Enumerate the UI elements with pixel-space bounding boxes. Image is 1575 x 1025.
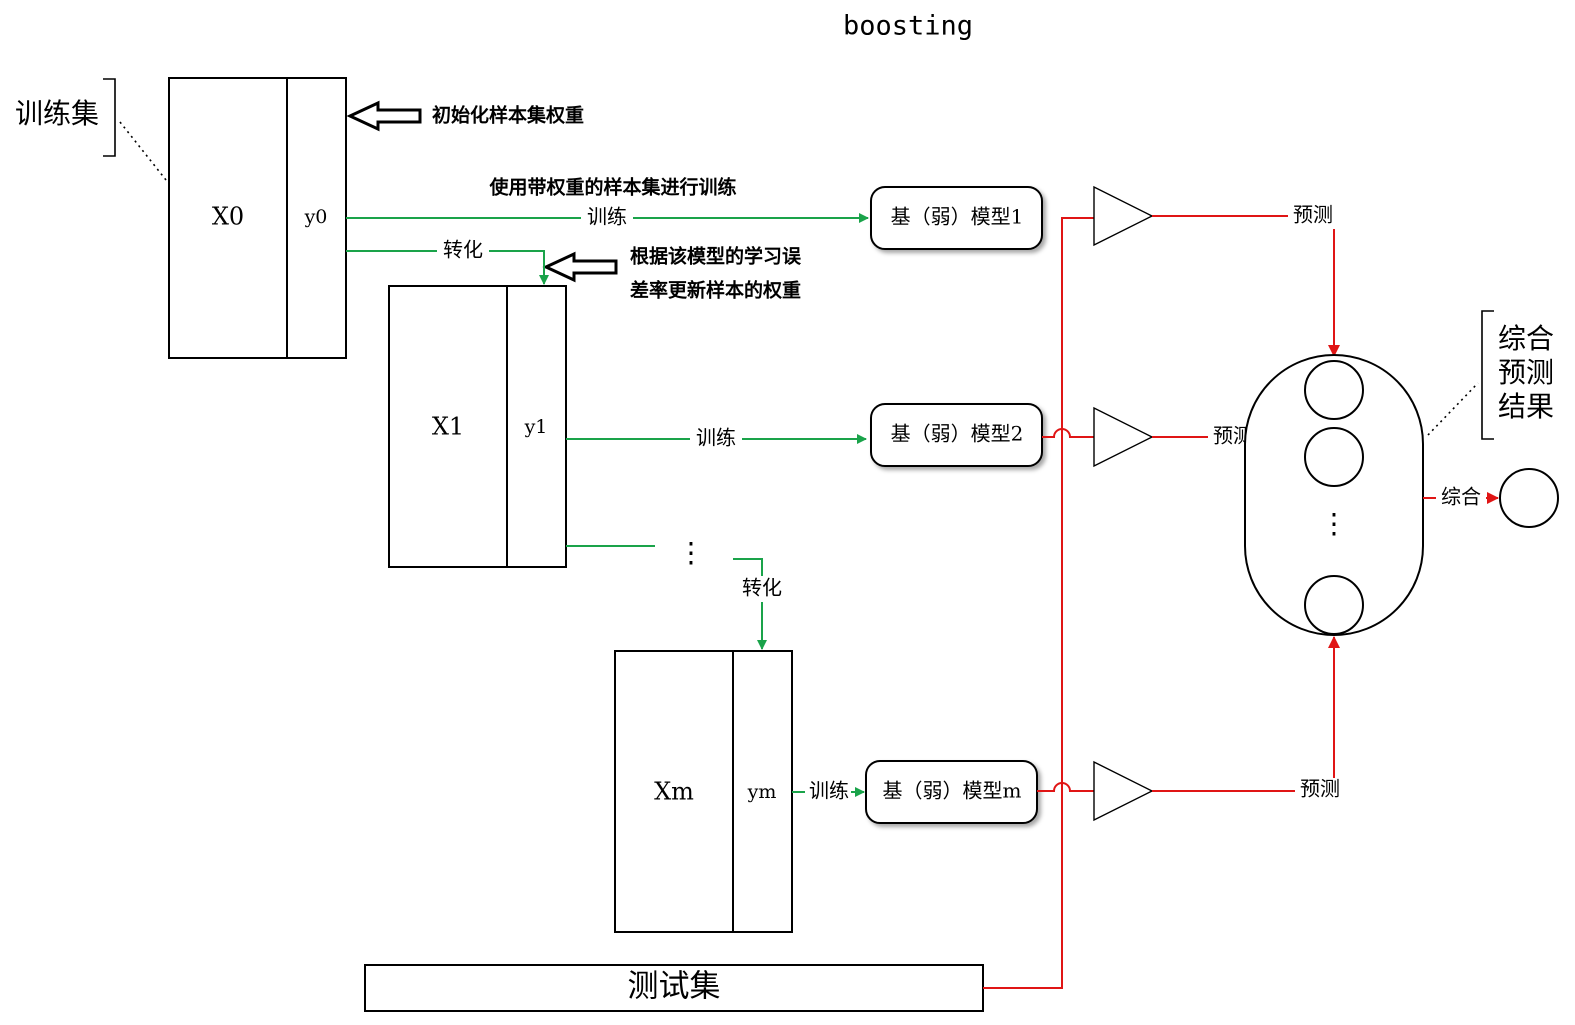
dataset-1-box [388, 285, 567, 568]
weighted-train-label: 使用带权重的样本集进行训练 [488, 176, 736, 199]
predict-edge-1 [1152, 215, 1340, 357]
model-m-label: 基（弱）模型m [883, 779, 1022, 803]
dataset-m: Xm ym [614, 650, 793, 933]
combined-result-line-1: 综合 [1498, 322, 1554, 355]
train-set-leader [119, 121, 167, 181]
train-set-bracket [103, 78, 116, 157]
dataset-1-x: X1 [432, 413, 464, 441]
combine-edge-label: 综合 [1441, 485, 1481, 509]
transform-edge-2b [733, 558, 767, 650]
predict-flows: 预测 预测 预测 [983, 185, 1345, 989]
combined-result-leader [1427, 382, 1479, 436]
model-1: 基（弱）模型1 [870, 186, 1043, 250]
ellipsis-datasets: ⋮ [677, 536, 705, 569]
dataset-1: X1 y1 [388, 285, 567, 568]
train-edge-1-label: 训练 [587, 205, 627, 229]
diagram-title: boosting [843, 11, 973, 42]
train-set-annotation: 训练集 [15, 78, 167, 181]
circle-node-icon [1499, 468, 1559, 528]
dataset-m-box [614, 650, 793, 933]
test-set-label: 测试集 [628, 969, 721, 1005]
hollow-left-arrow-icon [542, 251, 618, 283]
train-edge-2-label: 训练 [696, 426, 736, 450]
amplifier-triangle-icon [1093, 185, 1154, 247]
combined-result-annotation: 综合 预测 结果 [1427, 310, 1554, 440]
test-set: 测试集 [364, 964, 984, 1012]
dataset-0-y: y0 [304, 206, 328, 228]
train-edge-m-label: 训练 [809, 779, 849, 803]
ensemble-container: ⋮ [1244, 354, 1424, 636]
predict-edge-1-label: 预测 [1293, 203, 1333, 227]
model-1-label: 基（弱）模型1 [891, 205, 1024, 229]
model-2: 基（弱）模型2 [870, 403, 1043, 467]
circle-node-icon [1304, 575, 1364, 635]
train-flows: 训练 转化 训练 ⋮ 转化 训练 [346, 205, 869, 805]
circle-node-icon [1304, 427, 1364, 487]
update-weights-label-line1: 根据该模型的学习误 [630, 245, 802, 268]
transform-edge-1-label: 转化 [443, 238, 483, 262]
dataset-0: X0 y0 [168, 77, 347, 359]
model-2-label: 基（弱）模型2 [891, 422, 1024, 446]
dataset-m-y: ym [747, 781, 777, 803]
circle-node-icon [1304, 360, 1364, 420]
model-1-box [870, 186, 1043, 250]
amplifier-triangle-icon [1093, 760, 1154, 822]
test-set-box [364, 964, 984, 1012]
train-set-label: 训练集 [15, 97, 99, 130]
transform-edge-2-label: 转化 [742, 576, 782, 600]
dataset-m-x: Xm [654, 778, 694, 806]
dataset-0-x: X0 [212, 203, 244, 231]
predict-edge-m [1152, 636, 1340, 792]
ellipsis-predictions: ⋮ [1320, 507, 1348, 540]
dataset-0-box [168, 77, 347, 359]
test-bus-lower [983, 454, 1063, 989]
dataset-1-y: y1 [524, 416, 548, 438]
model-m: 基（弱）模型m [865, 760, 1038, 824]
combined-result-line-3: 结果 [1498, 390, 1554, 423]
bus-crossover-m [1037, 782, 1113, 792]
predict-edge-m-label: 预测 [1300, 777, 1340, 801]
transform-edge-1 [346, 250, 549, 285]
combined-result-bracket [1481, 310, 1494, 440]
model-2-box [870, 403, 1043, 467]
update-weights-label-line2: 差率更新样本的权重 [630, 279, 801, 302]
hollow-left-arrow-icon [346, 100, 422, 132]
test-bus-upper [1061, 217, 1113, 420]
init-weights-label: 初始化样本集权重 [432, 104, 584, 127]
combined-result-line-2: 预测 [1498, 356, 1554, 389]
amplifier-triangle-icon [1093, 406, 1154, 468]
